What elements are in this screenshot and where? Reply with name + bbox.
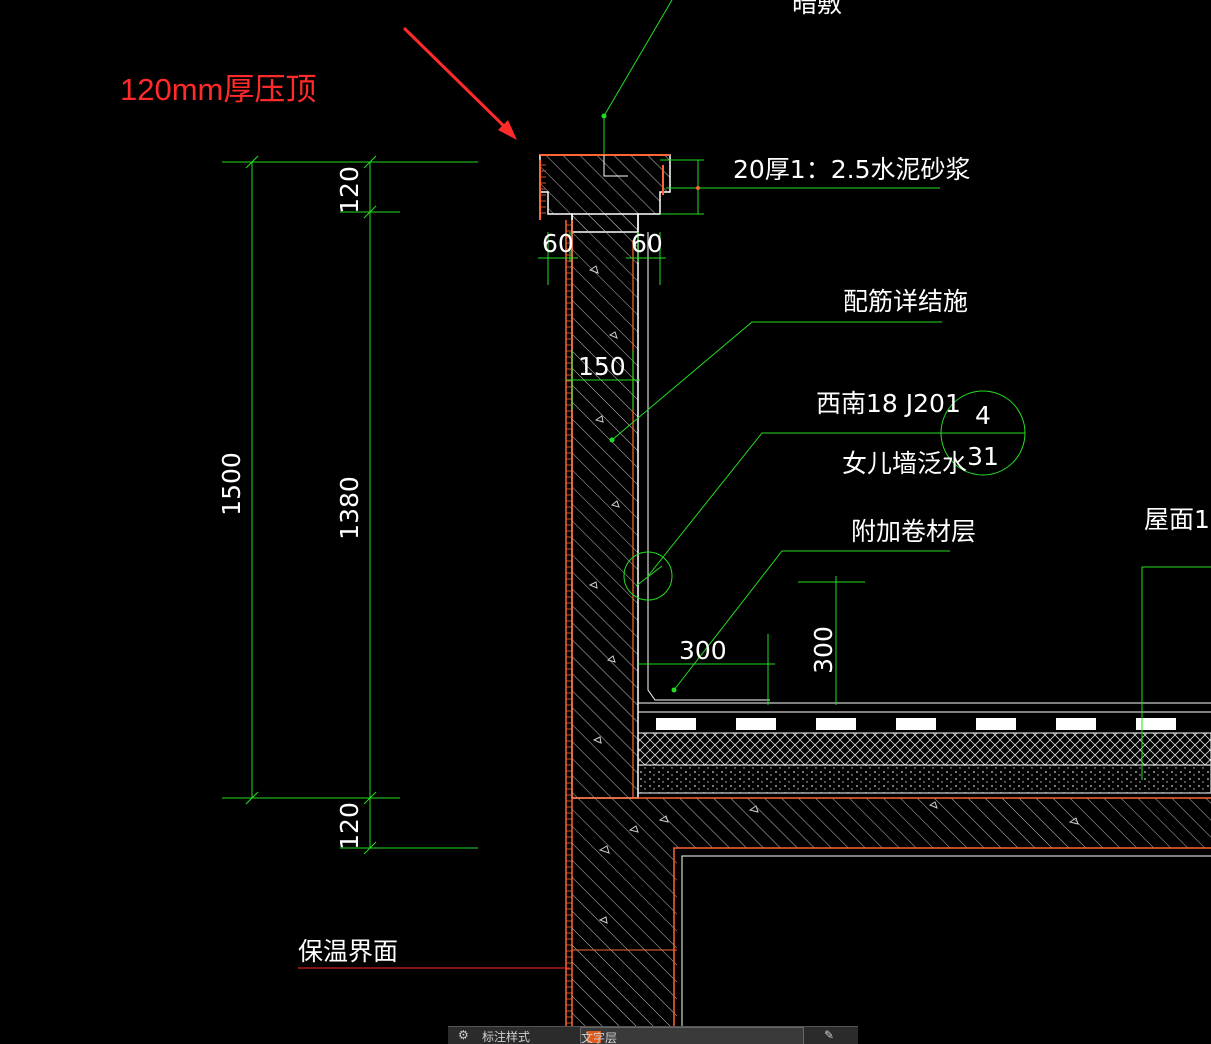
ref-title-label: 女儿墙泛水 [842, 449, 967, 478]
membrane-leader [671, 550, 950, 693]
dim-wall-width: 150 [578, 352, 626, 381]
ref-code-label: 西南18 J201 [816, 389, 961, 418]
dim-drip-left: 60 [542, 229, 574, 258]
rebar-label: 配筋详结施 [843, 287, 968, 316]
layer-color-icon [587, 1031, 601, 1043]
dim-drip-right: 60 [631, 229, 663, 258]
dim-total-height: 1500 [217, 452, 246, 516]
reference-leader [623, 390, 1026, 601]
roof-label: 屋面1 ( [1144, 505, 1211, 534]
annotation-arrow [402, 26, 517, 140]
drip-dimensions [538, 232, 666, 285]
membrane-label: 附加卷材层 [851, 517, 976, 546]
upstand-dimensions [638, 576, 865, 705]
scale-icon[interactable]: ✎ [824, 1028, 835, 1042]
wall-width-dimension [566, 350, 640, 410]
dimension-style-icon[interactable]: ⚙ [458, 1028, 469, 1042]
dim-slab-height: 120 [335, 802, 364, 850]
roof-layers [637, 702, 1211, 794]
membrane-line [647, 232, 770, 701]
dimension-style-label[interactable]: 标注样式 [482, 1030, 531, 1044]
mortar-leader [660, 159, 940, 215]
rebar-leader [609, 321, 942, 443]
ref-sheet-bottom: 31 [967, 442, 999, 471]
dim-wall-height: 1380 [335, 476, 364, 540]
roof-leader [1141, 566, 1211, 780]
top-leader [601, 0, 673, 177]
dim-upstand-length: 300 [679, 636, 727, 665]
mortar-label: 20厚1：2.5水泥砂浆 [733, 155, 970, 184]
dim-upstand-height: 300 [809, 626, 838, 674]
ref-sheet-top: 4 [975, 401, 991, 430]
dim-cap-height: 120 [335, 166, 364, 214]
roof-slab [572, 797, 1211, 1043]
insulation-label: 保温界面 [298, 937, 398, 966]
coping-cap [539, 154, 671, 233]
layer-dropdown[interactable]: 文字层 [580, 1027, 804, 1044]
layer-name: 文字层 [581, 1031, 618, 1044]
status-bar[interactable]: ⚙ 标注样式 文字层 ✎ [448, 1026, 858, 1044]
annotation-text: 120mm厚压顶 [120, 72, 317, 107]
top-partial-label: 暗敷 [792, 0, 842, 18]
vertical-dimensions [222, 155, 478, 855]
